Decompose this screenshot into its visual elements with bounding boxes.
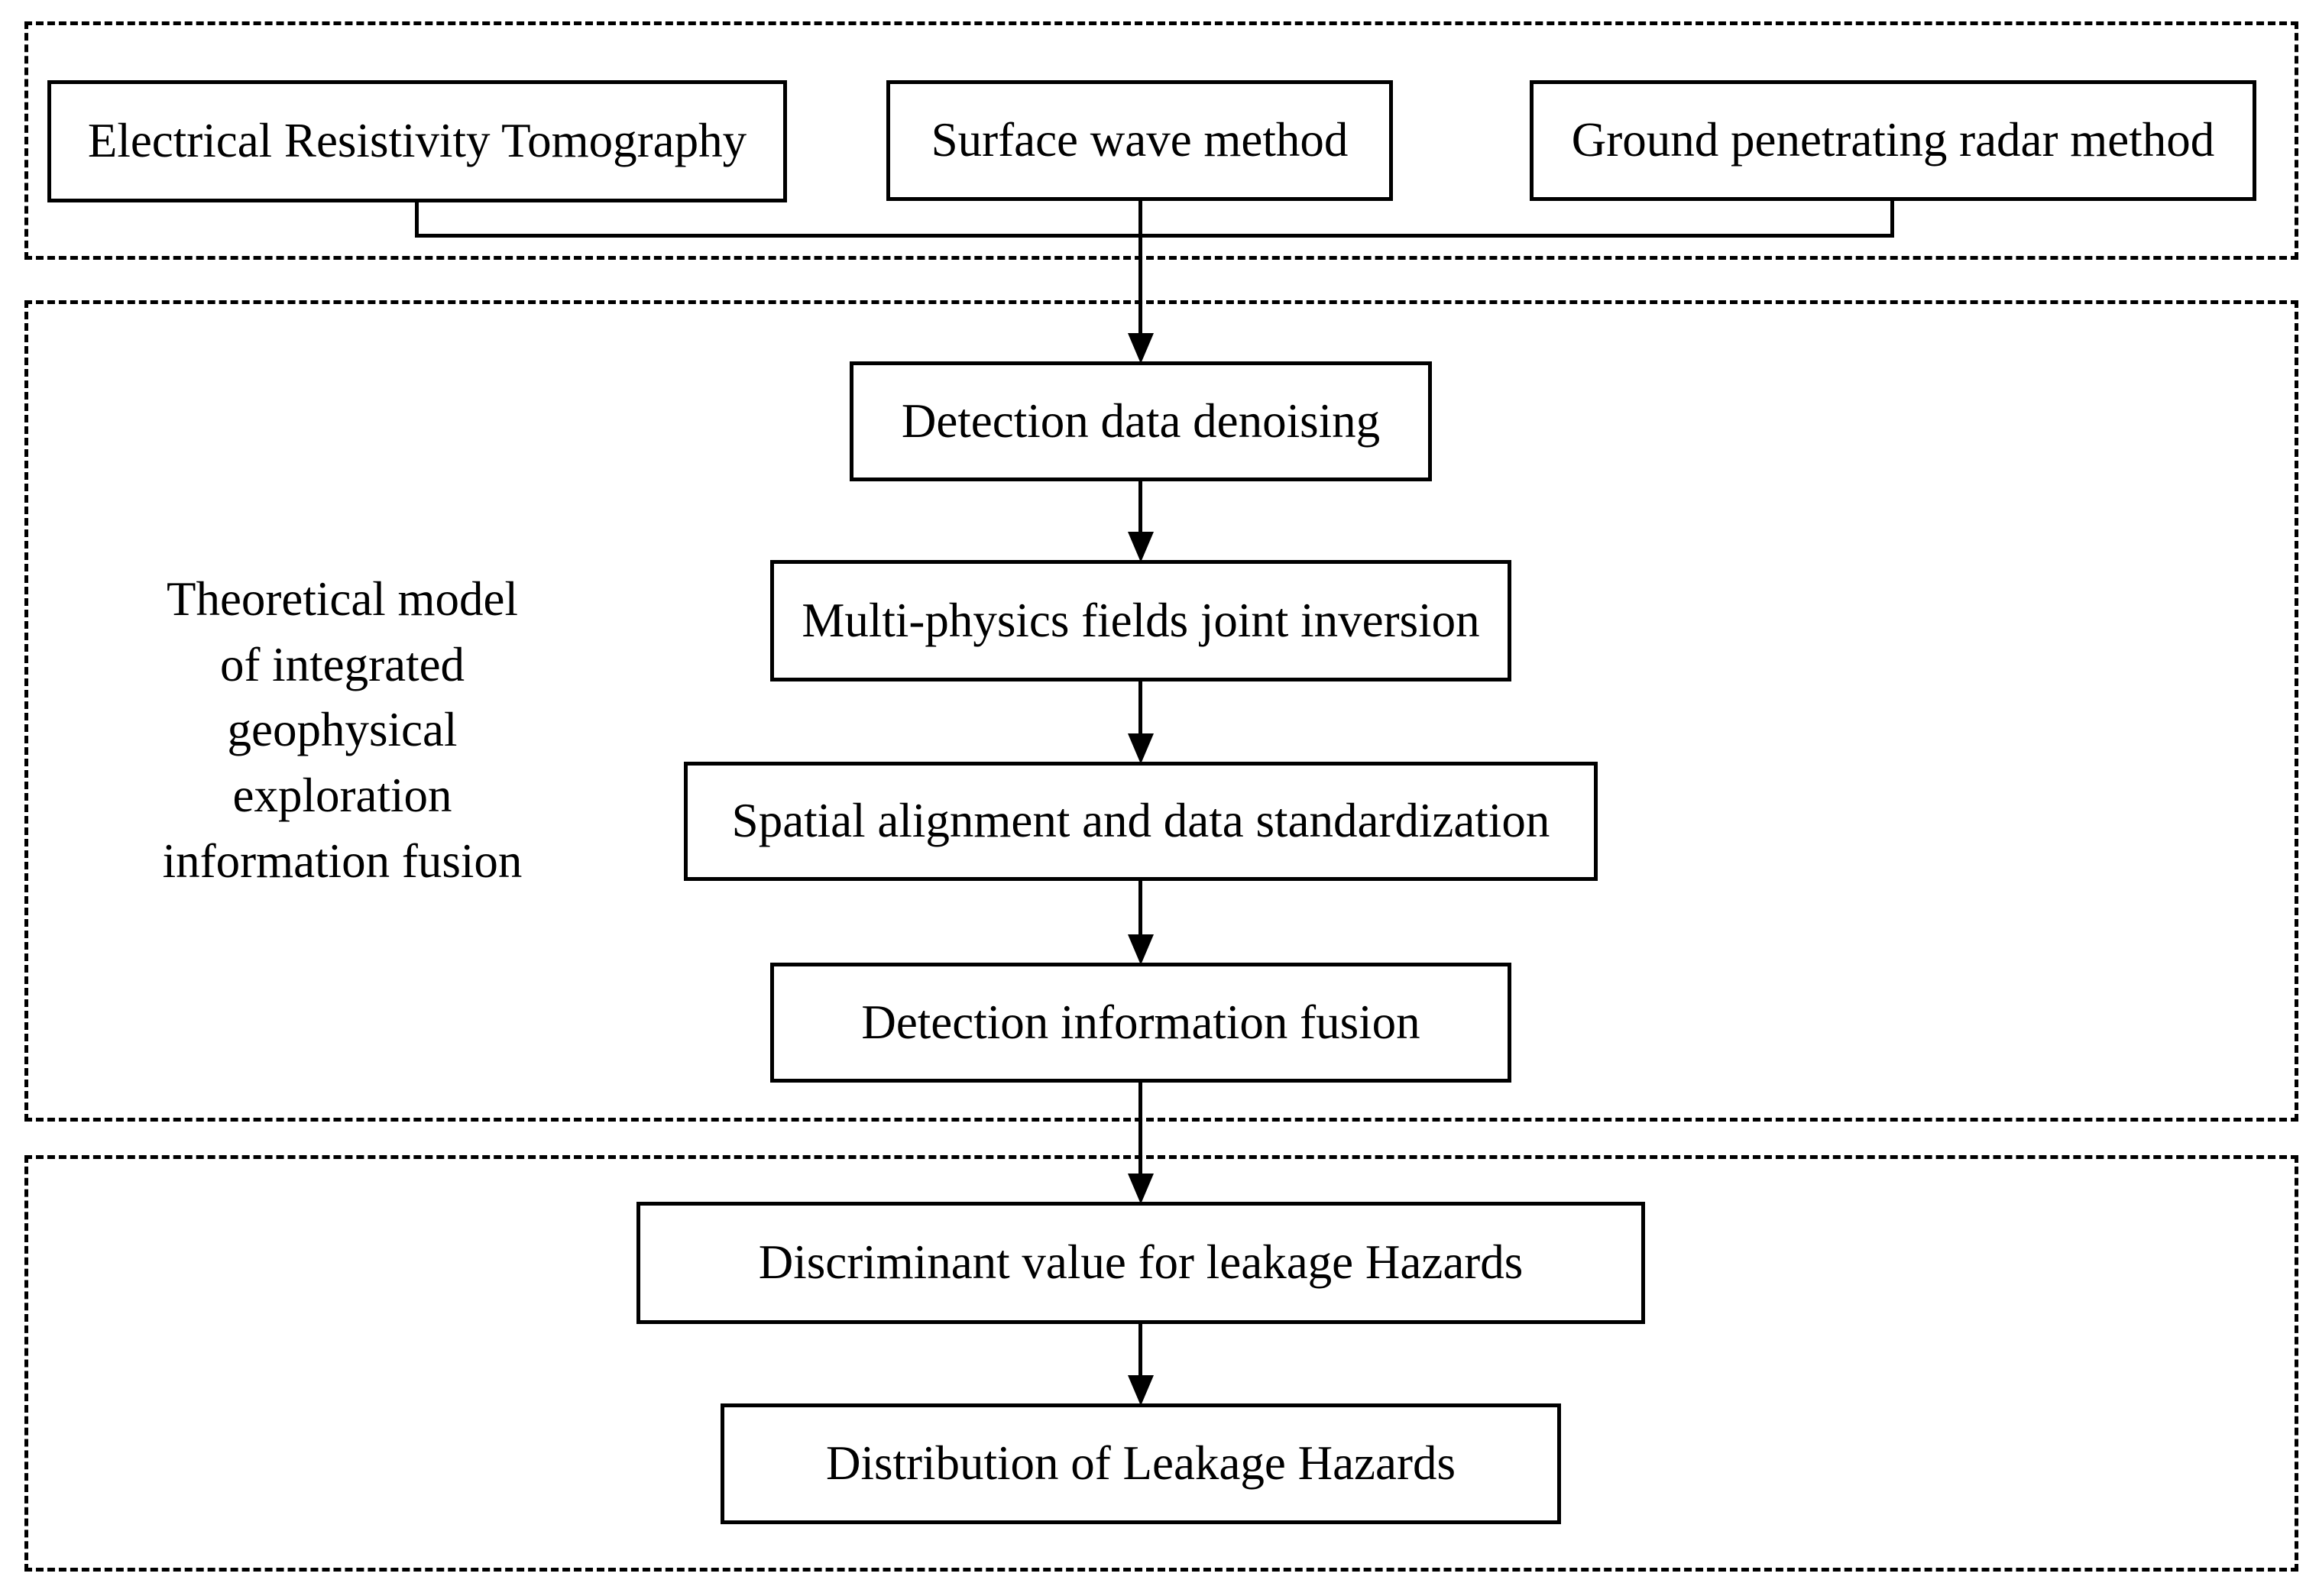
node-electrical-resistivity-tomography: Electrical Resistivity Tomography (47, 80, 787, 202)
node-surface-wave-method: Surface wave method (886, 80, 1393, 201)
connector-denoising-to-inversion (1138, 480, 1142, 532)
connector-fusion-to-discriminant (1138, 1081, 1142, 1174)
results-dashed-section (24, 1155, 2298, 1572)
node-multi-physics-fields-joint-inversion: Multi-physics fields joint inversion (770, 560, 1511, 681)
connector-alignment-to-fusion (1138, 879, 1142, 934)
acquisition-methods-dashed-section (24, 21, 2298, 260)
arrow-down-into-discriminant-icon (1128, 1174, 1154, 1204)
arrow-down-into-fusion-icon (1128, 934, 1154, 965)
arrow-down-into-alignment-icon (1128, 733, 1154, 764)
connector-discriminant-to-distribution (1138, 1322, 1142, 1375)
node-detection-information-fusion: Detection information fusion (770, 963, 1511, 1083)
theoretical-model-dashed-section (24, 300, 2298, 1122)
connector-surfacewave-to-denoising (1138, 199, 1142, 333)
connector-inversion-to-alignment (1138, 680, 1142, 733)
arrow-down-into-denoising-icon (1128, 333, 1154, 364)
arrow-down-into-inversion-icon (1128, 532, 1154, 562)
theoretical-model-side-label: Theoretical model of integrated geophysi… (162, 572, 523, 888)
node-spatial-alignment-and-data-standardization: Spatial alignment and data standardizati… (684, 762, 1598, 881)
connector-ert-down-stub (415, 199, 419, 238)
node-detection-data-denoising: Detection data denoising (850, 361, 1432, 481)
node-ground-penetrating-radar-method: Ground penetrating radar method (1530, 80, 2256, 201)
connector-gpr-down-stub (1890, 199, 1894, 238)
arrow-down-into-distribution-icon (1128, 1375, 1154, 1406)
connector-horizontal-collector (415, 234, 1894, 238)
node-discriminant-value-for-leakage-hazards: Discriminant value for leakage Hazards (636, 1202, 1645, 1324)
node-distribution-of-leakage-hazards: Distribution of Leakage Hazards (721, 1403, 1561, 1524)
